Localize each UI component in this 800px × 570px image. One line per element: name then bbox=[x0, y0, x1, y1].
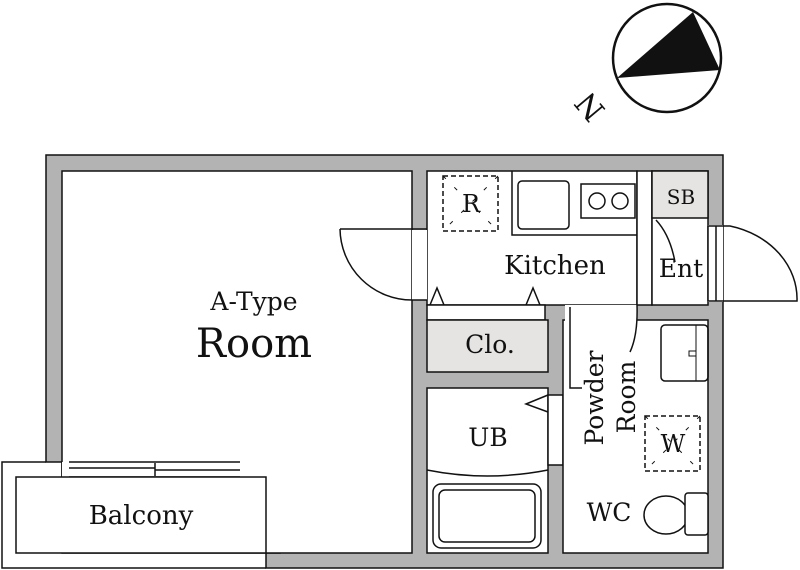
entrance-door[interactable] bbox=[707, 225, 798, 302]
closet-label: Clo. bbox=[465, 330, 515, 359]
bath-curtain bbox=[426, 469, 549, 477]
bath-door[interactable] bbox=[523, 394, 549, 413]
shoe-box-label: SB bbox=[667, 185, 695, 209]
compass-north-label: N bbox=[569, 85, 613, 128]
toilet-bowl bbox=[643, 495, 689, 535]
washer-cross bbox=[644, 415, 701, 472]
unit-bath-label: UB bbox=[468, 423, 507, 452]
powder-room-label-2: Room bbox=[612, 360, 641, 433]
refrigerator-cross bbox=[442, 175, 499, 232]
kitchen-sink bbox=[517, 180, 570, 230]
refrigerator-label: R bbox=[462, 190, 481, 218]
room-door[interactable] bbox=[339, 228, 427, 301]
faucet-icon bbox=[688, 350, 697, 357]
refrigerator-space bbox=[442, 175, 499, 232]
room-type-label: A-Type bbox=[209, 287, 297, 316]
toilet-label: WC bbox=[587, 498, 632, 527]
burner-icon bbox=[611, 192, 629, 210]
closet-door-strip bbox=[426, 304, 546, 321]
room-label: Room bbox=[196, 321, 312, 367]
entrance-step bbox=[655, 219, 676, 263]
bathtub-inner bbox=[438, 489, 536, 543]
bathtub bbox=[432, 483, 542, 549]
kitchen-area bbox=[426, 170, 638, 306]
unit-bath-area bbox=[426, 387, 549, 554]
washer-label: W bbox=[661, 430, 686, 458]
kitchen-label: Kitchen bbox=[504, 251, 606, 281]
compass-needle-icon bbox=[617, 12, 720, 78]
washer-space bbox=[644, 415, 701, 472]
toilet-tank bbox=[684, 492, 709, 536]
shoe-box bbox=[651, 170, 709, 219]
balcony-area bbox=[15, 476, 267, 554]
closet bbox=[426, 319, 549, 373]
stove bbox=[580, 183, 636, 219]
powder-room-label-1: Powder bbox=[580, 350, 609, 445]
powder-door[interactable] bbox=[569, 304, 638, 389]
entrance-label: Ent bbox=[659, 254, 703, 283]
balcony-outline bbox=[1, 461, 266, 569]
balcony-label: Balcony bbox=[89, 501, 194, 531]
kitchen-partition bbox=[636, 170, 653, 306]
kitchen-counter bbox=[511, 171, 637, 236]
folding-door[interactable] bbox=[429, 286, 541, 306]
window-gap bbox=[62, 462, 240, 478]
washbasin bbox=[660, 324, 709, 382]
burner-icon bbox=[588, 192, 606, 210]
compass-ring bbox=[611, 2, 723, 114]
compass: N bbox=[569, 2, 723, 128]
